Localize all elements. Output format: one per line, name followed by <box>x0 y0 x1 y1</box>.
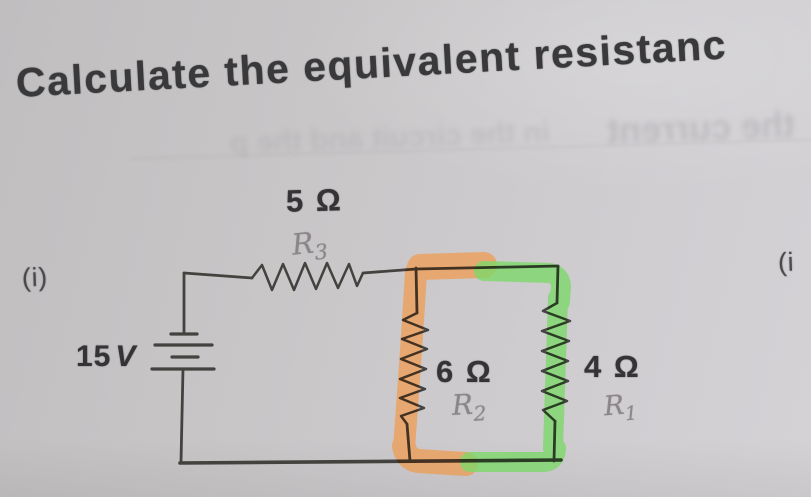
hw-r2-main: R <box>451 387 474 422</box>
highlight-green-right-branch <box>460 261 571 472</box>
handwritten-label-r3: R3 <box>290 224 329 267</box>
resistor-zigzag-4ohm <box>540 301 572 423</box>
handwritten-label-r1: R1 <box>603 389 639 428</box>
hw-r1-main: R <box>602 389 626 423</box>
wire-top-left <box>182 271 254 280</box>
hw-r3-main: R <box>290 225 316 262</box>
battery-unit: V <box>115 340 137 373</box>
battery-icon <box>150 332 216 371</box>
hw-r1-sub: 1 <box>623 401 639 426</box>
resistor-zigzag-6ohm <box>398 311 430 426</box>
battery-value: 15 <box>76 340 112 373</box>
highlight-orange-middle-branch <box>392 252 497 476</box>
hw-r2-sub: 2 <box>472 401 487 426</box>
wire-left-lower <box>179 367 185 464</box>
label-resistor-4ohm: 4 Ω <box>584 349 641 384</box>
label-resistor-5ohm: 5 Ω <box>285 182 344 219</box>
hw-r3-sub: 3 <box>313 239 330 265</box>
resistor-zigzag-5ohm <box>250 261 365 292</box>
handwritten-label-r2: R2 <box>451 387 487 427</box>
label-resistor-6ohm: 6 Ω <box>436 354 493 389</box>
